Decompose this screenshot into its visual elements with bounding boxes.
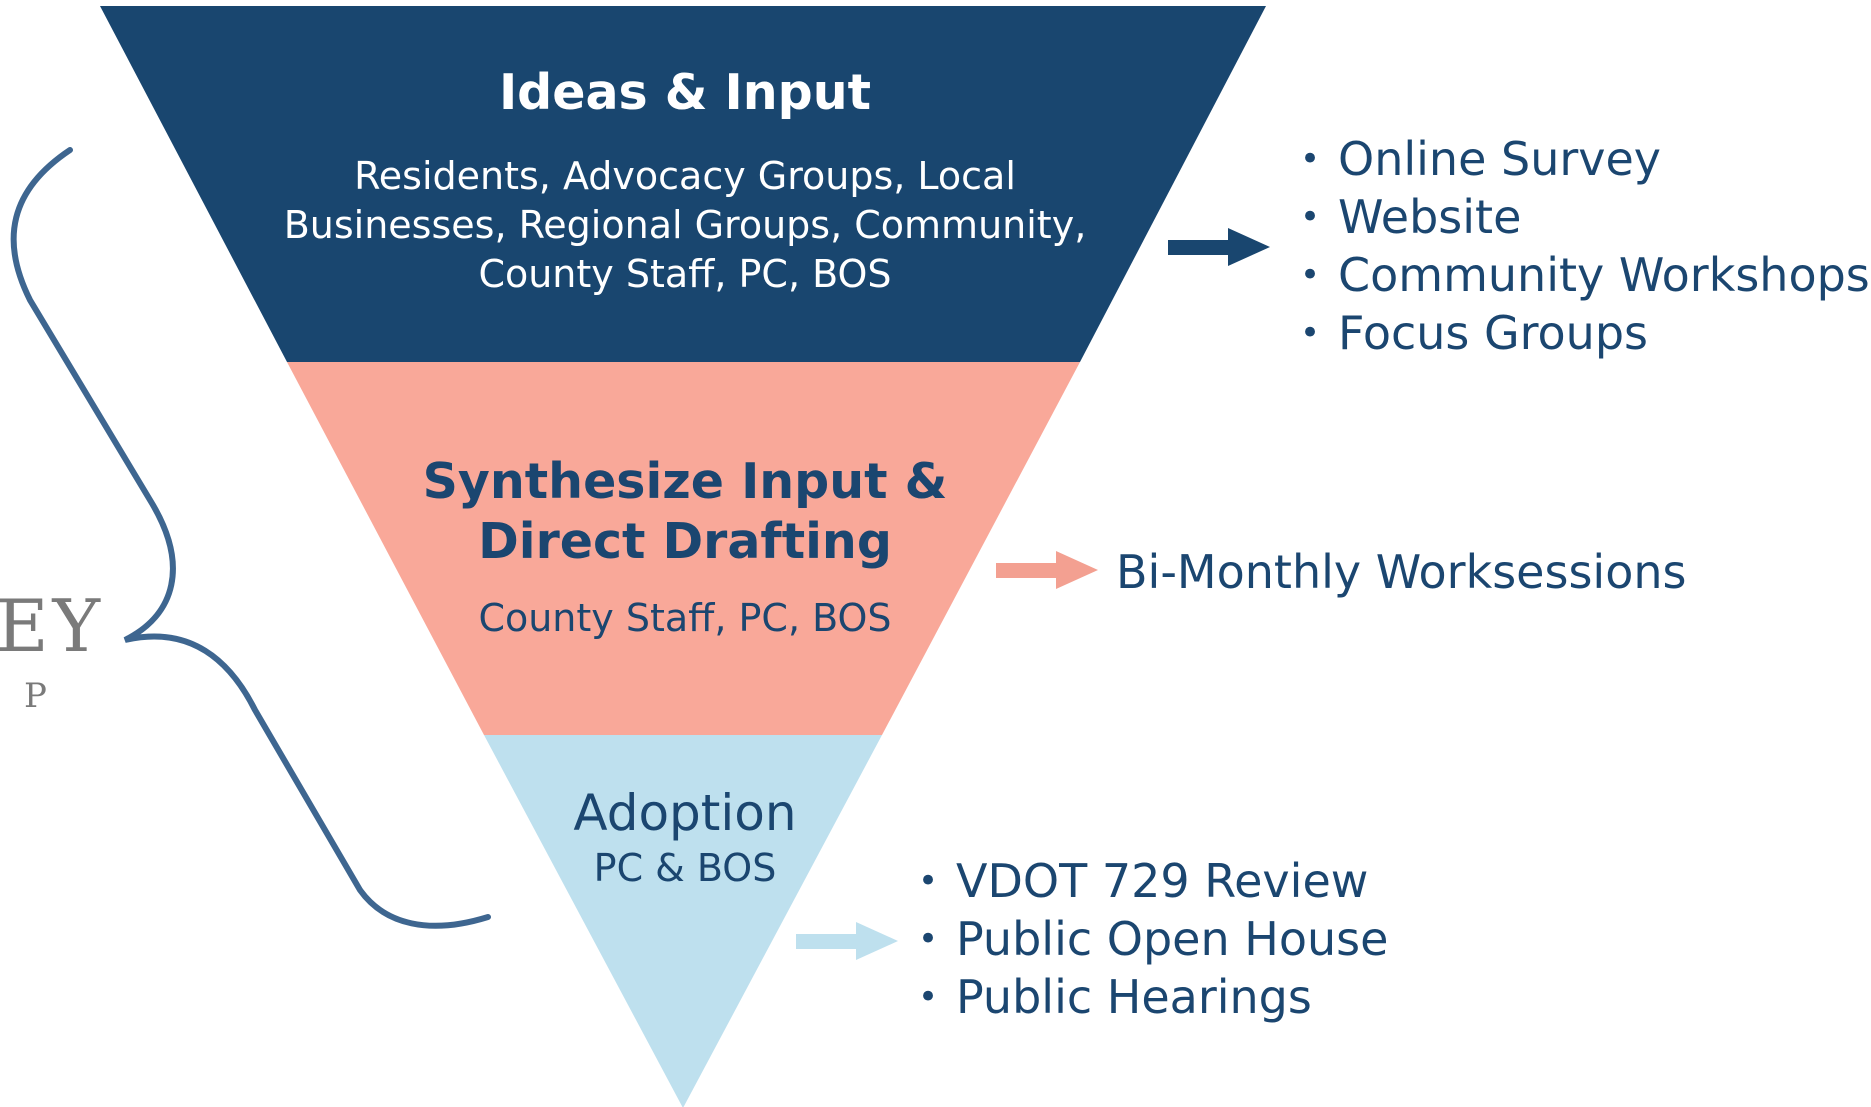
stage-synthesize-description: County Staff, PC, BOS (478, 596, 892, 640)
funnel-tier-adoption (484, 735, 882, 1107)
list-item: Website (1300, 188, 1870, 246)
logo-text: EY (0, 584, 105, 668)
curly-brace-icon (10, 147, 491, 929)
logo-subtext: P (24, 676, 47, 716)
list-item: Focus Groups (1300, 304, 1870, 362)
list-item: Public Hearings (918, 968, 1388, 1026)
arrow-right-icon (1168, 228, 1270, 266)
arrow-right-icon (796, 922, 898, 960)
stage-adoption-description: PC & BOS (593, 846, 777, 890)
stage-ideas-title: Ideas & Input (498, 64, 872, 121)
funnel-tier-synthesize (287, 362, 1080, 735)
list-item: Public Open House (918, 910, 1388, 968)
list-item: Online Survey (1300, 130, 1870, 188)
funnel-tier-ideas (100, 6, 1266, 362)
stage-synthesize-title: Synthesize Input & Direct Drafting (422, 453, 948, 570)
synthesize-activity: Bi-Monthly Worksessions (1116, 545, 1687, 599)
adoption-activities-list: VDOT 729 Review Public Open House Public… (918, 852, 1388, 1026)
stage-adoption-title: Adoption (573, 784, 797, 842)
list-item: Community Workshops (1300, 246, 1870, 304)
stage-ideas-description: Residents, Advocacy Groups, Local Busine… (283, 154, 1087, 296)
ideas-activities-list: Online Survey Website Community Workshop… (1300, 130, 1870, 362)
list-item: VDOT 729 Review (918, 852, 1388, 910)
arrow-right-icon (996, 551, 1098, 589)
